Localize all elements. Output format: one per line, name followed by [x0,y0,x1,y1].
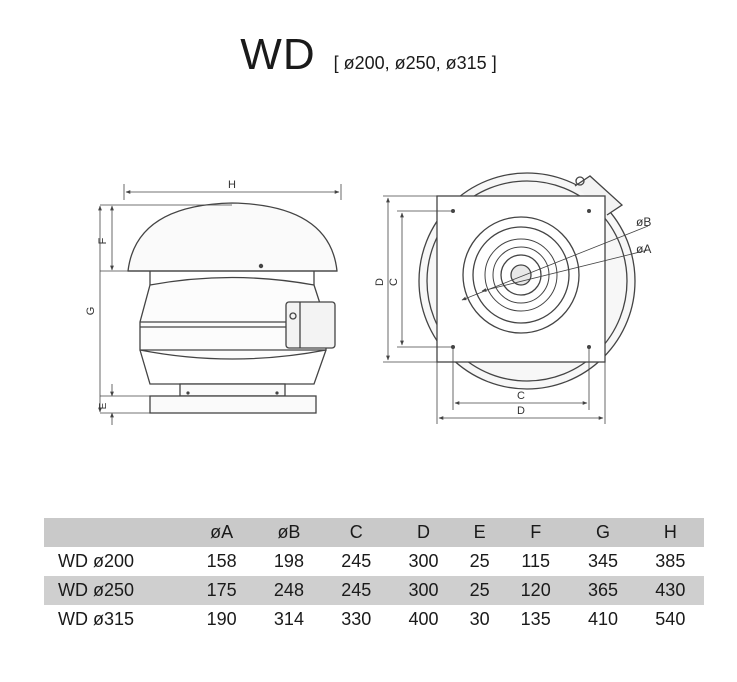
cell: 430 [655,580,686,600]
header-d: D [417,522,431,542]
cell: 245 [341,580,372,600]
label-d-vertical: D [374,278,386,286]
header-h: H [663,522,677,542]
label-e: E [98,402,109,409]
label-b: øB [636,215,651,229]
header-model [44,518,188,547]
table-row: WD ø315 190 314 330 400 30 135 410 540 [44,605,704,634]
top-view [383,172,649,424]
title: WD [ ø200, ø250, ø315 ] [0,30,737,80]
cell: 300 [408,580,439,600]
header-b: øB [277,522,301,542]
side-view [98,184,342,425]
cell: 198 [273,551,304,571]
model-name: WD [240,30,316,79]
label-g: G [85,307,97,316]
cell: 365 [587,580,619,600]
cell: 115 [521,551,551,571]
cell: 120 [520,580,551,600]
cell: 158 [206,551,237,571]
table-row: WD ø250 175 248 245 300 25 120 365 430 [44,576,704,605]
model-sizes: [ ø200, ø250, ø315 ] [333,53,497,73]
header-g: G [595,522,610,542]
label-a: øA [636,242,651,256]
cell: 345 [587,551,619,571]
header-e: E [473,522,486,542]
cell: WD ø200 [58,551,135,571]
cell: 540 [655,609,686,629]
table-header-row: øA øB C D E F G H [44,518,704,547]
cell: 314 [273,609,304,629]
cell: 385 [655,551,686,571]
cell: 400 [408,609,439,629]
cell: 175 [206,580,237,600]
header-c: C [349,522,363,542]
cell: WD ø250 [58,580,135,600]
cell: 135 [520,609,551,629]
cell: 245 [341,551,372,571]
cell: 25 [469,580,490,600]
label-h: H [228,179,236,191]
table-row: WD ø200 158 198 245 300 25 115 345 385 [44,547,704,576]
cell: WD ø315 [58,609,135,629]
cell: 330 [341,609,372,629]
header-a: øA [210,522,234,542]
dimensions-table: øA øB C D E F G H WD ø200 158 198 245 30… [44,518,704,634]
cell: 410 [587,609,619,629]
cell: 300 [408,551,439,571]
label-c-vertical: C [388,278,400,286]
technical-drawing: H F G E [85,172,651,425]
cell: 190 [206,609,237,629]
cell: 248 [273,580,304,600]
header-f: F [530,522,542,542]
label-d-horizontal: D [517,405,525,417]
cell: 30 [469,609,490,629]
label-f: F [97,237,109,244]
cell: 25 [469,551,490,571]
label-c-horizontal: C [517,390,525,402]
